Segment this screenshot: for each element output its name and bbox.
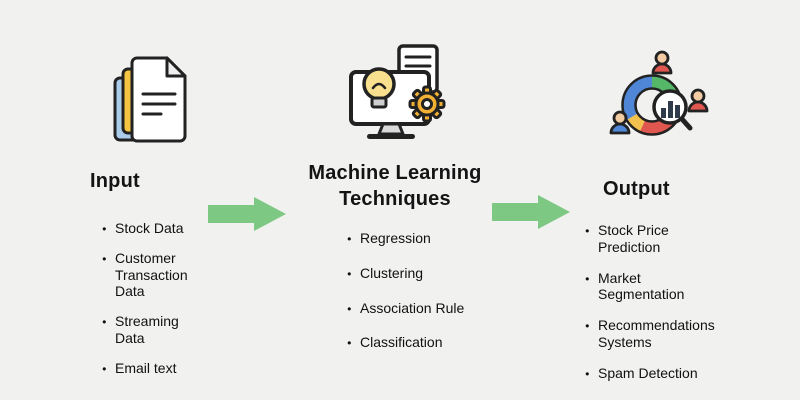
ml-techniques-list: Regression Clustering Association Rule C…	[347, 230, 497, 369]
list-item: Market Segmentation	[585, 270, 731, 304]
list-item: Association Rule	[347, 300, 497, 317]
list-item: Stock Price Prediction	[585, 222, 731, 256]
output-title: Output	[603, 178, 670, 200]
list-item: Recommendations Systems	[585, 317, 731, 351]
ml-techniques-column: Machine Learning Techniques Regression C…	[295, 42, 495, 369]
ml-monitor-icon	[339, 42, 451, 146]
documents-icon	[111, 54, 195, 148]
arrow-right-icon	[208, 196, 286, 232]
input-title: Input	[90, 170, 140, 192]
list-item: Clustering	[347, 265, 497, 282]
ml-techniques-title: Machine Learning Techniques	[308, 162, 482, 210]
output-list: Stock Price Prediction Market Segmentati…	[585, 222, 731, 396]
list-item: Streaming Data	[102, 313, 212, 347]
list-item: Spam Detection	[585, 365, 731, 382]
list-item: Customer Transaction Data	[102, 250, 212, 300]
list-item: Regression	[347, 230, 497, 247]
list-item: Stock Data	[102, 220, 212, 237]
input-column: Input Stock Data Customer Transaction Da…	[68, 54, 238, 390]
list-item: Classification	[347, 334, 497, 351]
analytics-audience-icon	[608, 50, 712, 150]
output-column: Output Stock Price Prediction Market Seg…	[565, 50, 755, 396]
arrow-right-icon	[492, 194, 570, 230]
input-list: Stock Data Customer Transaction Data Str…	[102, 220, 212, 390]
list-item: Email text	[102, 360, 212, 377]
